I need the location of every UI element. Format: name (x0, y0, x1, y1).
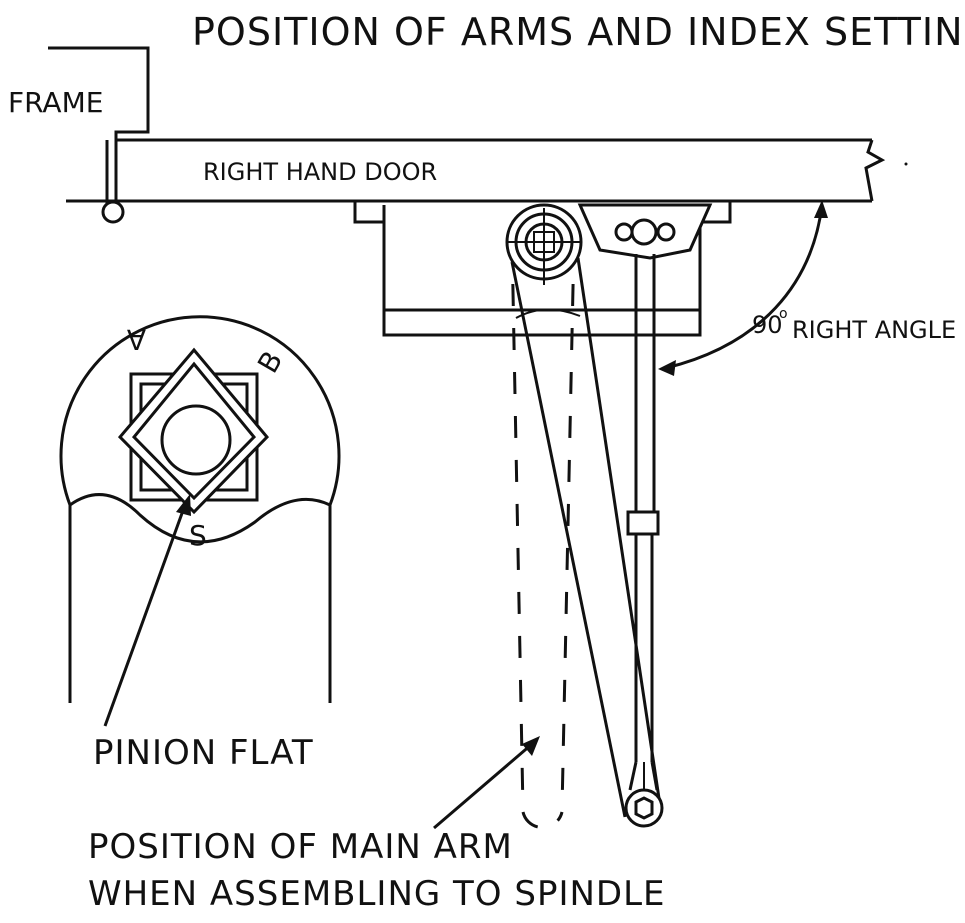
frame-outline (48, 46, 150, 205)
pinion-star (117, 347, 270, 515)
door-label: RIGHT HAND DOOR (203, 158, 437, 186)
main-arm-leader (433, 742, 533, 830)
diagram-title: POSITION OF ARMS AND INDEX SETTINGS (192, 10, 965, 54)
forearm-rod (626, 254, 660, 791)
arm-elbow-joint (624, 788, 664, 828)
pinion-detail (59, 315, 341, 703)
door (66, 138, 908, 203)
main-arm-label-line1: POSITION OF MAIN ARM (88, 827, 513, 867)
index-a-label: A (127, 323, 146, 356)
right-angle-label: RIGHT ANGLE (792, 316, 956, 344)
arm-bracket (577, 203, 713, 260)
right-angle-arc (658, 200, 828, 376)
hinge-pivot (101, 200, 125, 224)
degree-mark: o (779, 306, 788, 322)
main-arm-arrowhead (522, 736, 540, 756)
angle-symbol-label: 90 (752, 311, 783, 339)
spindle (505, 203, 583, 285)
pinion-flat-arrowhead (176, 494, 191, 516)
main-arm (510, 257, 662, 818)
frame-label: FRAME (8, 86, 103, 119)
main-arm-dashed (510, 239, 576, 829)
pinion-flat-leader (103, 504, 187, 727)
index-s-label: S (189, 519, 207, 552)
main-arm-label-line2: WHEN ASSEMBLING TO SPINDLE (88, 874, 666, 914)
pinion-flat-label: PINION FLAT (93, 733, 314, 773)
